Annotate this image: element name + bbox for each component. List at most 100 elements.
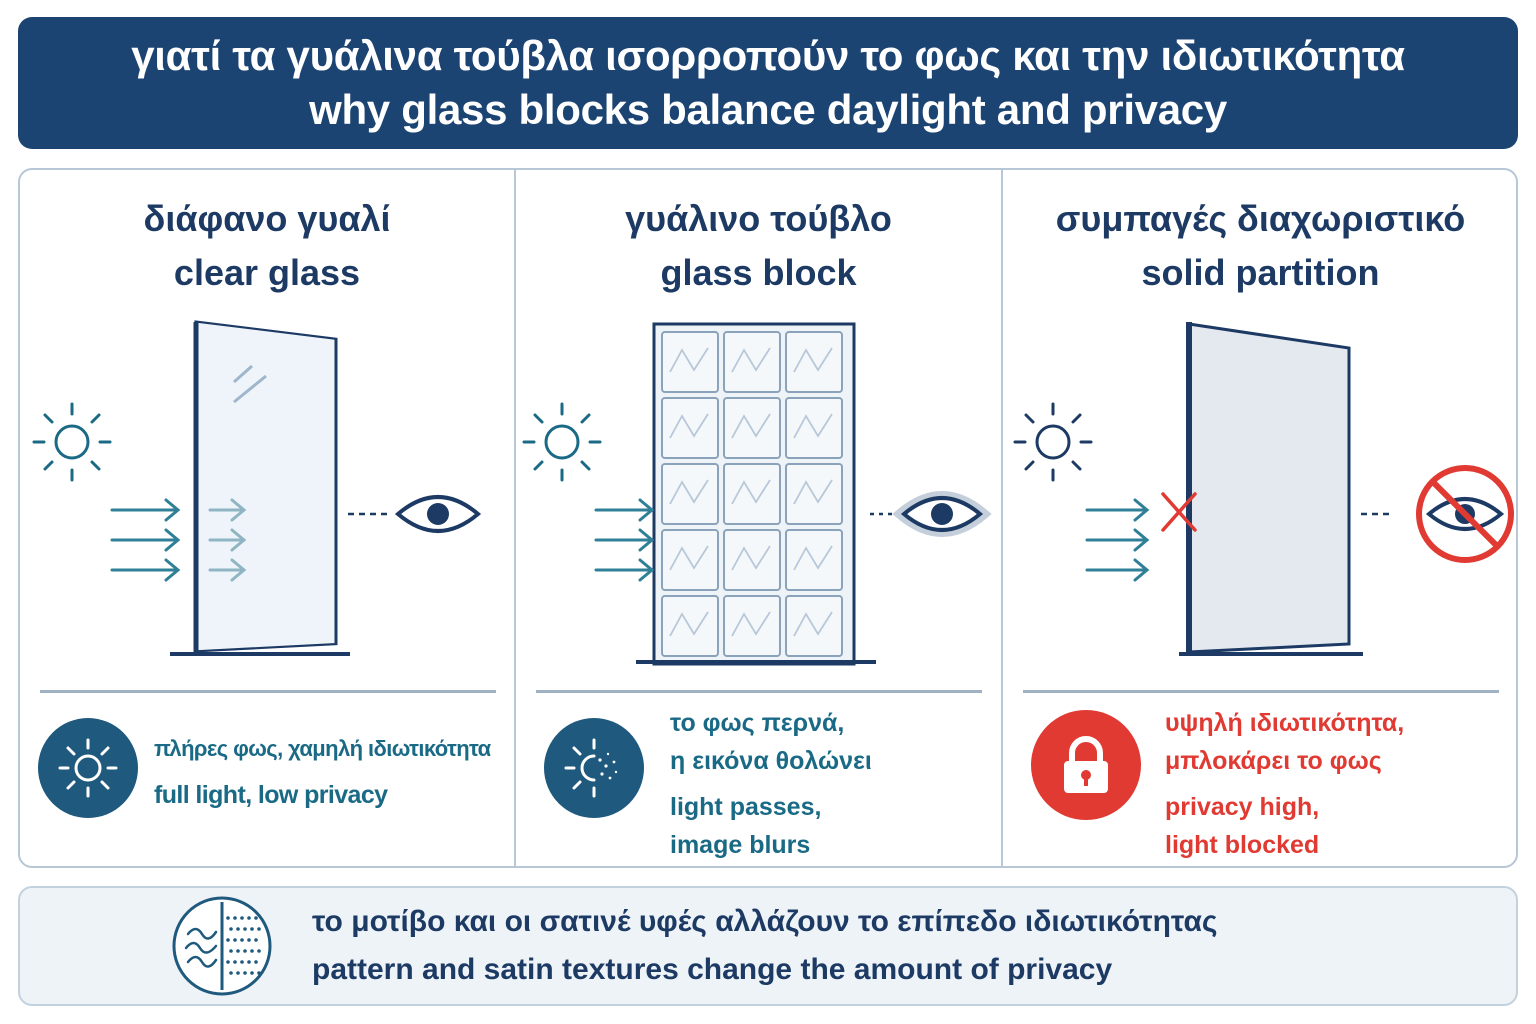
caption-line: privacy high, <box>1165 793 1320 821</box>
sun-icon <box>58 738 118 798</box>
panel-separator <box>40 690 496 693</box>
block-pattern <box>731 611 771 637</box>
texture-dot <box>240 938 244 942</box>
texture-dot <box>229 949 233 953</box>
panel-title: διάφανο γυαλί clear glass <box>20 192 514 300</box>
texture-dot <box>243 971 247 975</box>
header-banner: γιατί τα γυάλινα τούβλα ισορροπούν το φω… <box>18 17 1518 149</box>
texture-dot <box>250 971 254 975</box>
caption-line: πλήρες φως, χαμηλή ιδιωτικότητα <box>154 736 491 761</box>
panel-title: συμπαγές διαχωριστικό solid partition <box>1003 192 1518 300</box>
diffused-sun-badge <box>544 718 644 818</box>
caption-line: υψηλή ιδιωτικότητα, <box>1165 709 1405 737</box>
texture-dot <box>236 927 240 931</box>
texture-dot <box>257 971 261 975</box>
block-pattern <box>731 479 771 505</box>
light-arrows-icon <box>594 498 655 582</box>
texture-dot <box>243 927 247 931</box>
block-pattern <box>731 545 771 571</box>
panel-title-greek: συμπαγές διαχωριστικό <box>1055 198 1466 239</box>
block-pattern <box>669 347 709 373</box>
solid-partition-illustration <box>1013 322 1514 656</box>
texture-dot <box>233 960 237 964</box>
blurred-eye-icon <box>870 491 992 537</box>
panel-clear-glass: διάφανο γυαλί clear glass <box>20 170 514 866</box>
texture-dot <box>257 949 261 953</box>
caption-line: image blurs <box>670 831 811 859</box>
diffused-sun-icon <box>564 738 618 798</box>
block-pattern <box>793 413 833 439</box>
sun-icon <box>1013 402 1093 482</box>
panel-title-english: solid partition <box>1141 252 1380 293</box>
panel-divider <box>514 170 516 866</box>
texture-dot <box>254 916 258 920</box>
caption-line: το φως περνά, <box>670 709 845 737</box>
panel-glass-block: γυάλινο τούβλο glass block <box>516 170 1001 866</box>
texture-dot <box>247 960 251 964</box>
panel-title-english: clear glass <box>173 252 361 293</box>
footer-text-english: pattern and satin textures change the am… <box>312 953 1113 986</box>
block-pattern <box>731 347 771 373</box>
caption-line: η εικόνα θολώνει <box>670 747 872 775</box>
texture-dot <box>247 938 251 942</box>
texture-dot <box>250 949 254 953</box>
panel-divider <box>1001 170 1003 866</box>
block-pattern <box>793 479 833 505</box>
sun-badge <box>38 718 138 818</box>
texture-dot <box>226 916 230 920</box>
panel-caption: το φως περνά, η εικόνα θολώνει light pas… <box>670 704 872 864</box>
lock-badge <box>1031 710 1141 820</box>
panel-title-greek: γυάλινο τούβλο <box>625 198 892 239</box>
light-arrows-icon <box>1085 498 1150 582</box>
clear-glass-illustration <box>32 320 482 656</box>
texture-dot <box>240 960 244 964</box>
texture-dot <box>240 916 244 920</box>
glass-block-wall <box>636 322 876 666</box>
texture-dot <box>233 938 237 942</box>
lock-icon <box>1064 736 1108 793</box>
texture-dot <box>257 927 261 931</box>
panel-solid-partition: συμπαγές διαχωριστικό solid partition <box>1003 170 1518 866</box>
texture-dot <box>229 971 233 975</box>
comparison-panels: διάφανο γυαλί clear glass <box>18 168 1518 868</box>
block-pattern <box>793 347 833 373</box>
texture-icon <box>172 896 272 996</box>
texture-dot <box>229 927 233 931</box>
blocked-x-icon <box>1161 492 1197 532</box>
panel-title-english: glass block <box>660 252 857 293</box>
caption-line: full light, low privacy <box>154 781 388 809</box>
footer-note: το μοτίβο και οι σατινέ υφές αλλάζουν το… <box>18 886 1518 1006</box>
texture-dot <box>250 927 254 931</box>
block-pattern <box>793 611 833 637</box>
panel-separator <box>536 690 982 693</box>
texture-dot <box>226 960 230 964</box>
panel-caption: πλήρες φως, χαμηλή ιδιωτικότητα full lig… <box>154 726 491 818</box>
block-pattern <box>669 479 709 505</box>
texture-dot <box>236 949 240 953</box>
texture-dot <box>226 938 230 942</box>
block-pattern <box>731 413 771 439</box>
panel-caption: υψηλή ιδιωτικότητα, μπλοκάρει το φως pri… <box>1165 704 1404 864</box>
footer-text-greek: το μοτίβο και οι σατινέ υφές αλλάζουν το… <box>312 905 1218 938</box>
sun-icon <box>32 402 112 482</box>
title-greek: γιατί τα γυάλινα τούβλα ισορροπούν το φω… <box>131 32 1405 79</box>
glass-block-illustration <box>522 322 992 666</box>
block-pattern <box>669 545 709 571</box>
no-view-icon <box>1361 465 1514 563</box>
block-pattern <box>669 611 709 637</box>
texture-dot <box>254 938 258 942</box>
panel-title-greek: διάφανο γυαλί <box>143 198 391 239</box>
caption-line: light passes, <box>670 793 822 821</box>
light-arrows-icon <box>110 498 181 582</box>
caption-line: μπλοκάρει το φως <box>1165 747 1382 775</box>
texture-dot <box>236 971 240 975</box>
texture-dot <box>243 949 247 953</box>
panel-separator <box>1023 690 1499 693</box>
sun-icon <box>522 402 602 482</box>
texture-dot <box>247 916 251 920</box>
block-pattern <box>793 545 833 571</box>
title-english: why glass blocks balance daylight and pr… <box>309 86 1227 133</box>
texture-dot <box>254 960 258 964</box>
panel-title: γυάλινο τούβλο glass block <box>516 192 1001 300</box>
passing-arrows-icon <box>208 498 247 582</box>
